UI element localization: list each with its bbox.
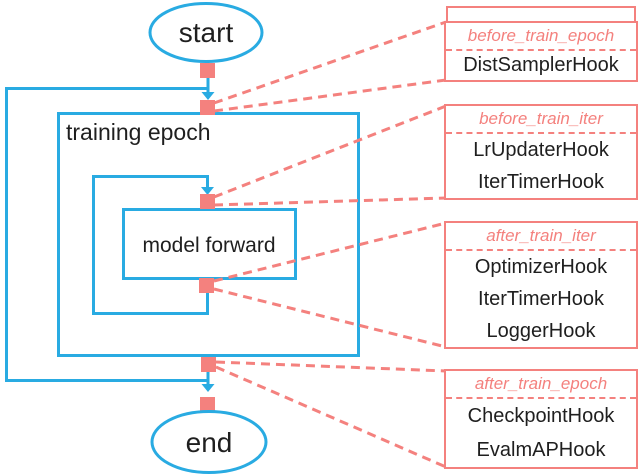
hook-panel-title: before_train_iter [446, 106, 636, 134]
hook-marker-after-start [200, 63, 215, 78]
connector-before-train-iter-top [213, 104, 447, 199]
hook-item: LoggerHook [486, 319, 596, 342]
hook-panel-title: after_train_iter [446, 223, 636, 251]
hook-panel-after-train-epoch: after_train_epoch CheckpointHook EvalmAP… [444, 369, 638, 469]
hook-panel-title: before_train_epoch [446, 23, 636, 51]
training-epoch-label: training epoch [66, 119, 211, 145]
hook-marker-before-train-epoch [200, 100, 215, 115]
hook-marker-after-train-epoch [201, 357, 216, 372]
connector-before-train-epoch-top [213, 20, 447, 105]
arrow-down-into-epoch [201, 92, 215, 100]
connector-after-train-epoch-bottom [215, 365, 447, 469]
hook-item: EvalmAPHook [476, 438, 606, 461]
connector-before-train-iter-bottom [213, 196, 447, 207]
model-forward-label: model forward [142, 234, 275, 257]
hook-panel-title: after_train_epoch [446, 371, 636, 399]
hook-item: OptimizerHook [474, 255, 608, 278]
hook-item: DistSamplerHook [463, 54, 619, 76]
hook-panel-after-train-iter: after_train_iter OptimizerHook IterTimer… [444, 221, 638, 349]
connector-after-train-iter-bottom [213, 287, 447, 349]
iter-loop-path [92, 175, 209, 315]
hook-panel-before-train-iter: before_train_iter LrUpdaterHook IterTime… [444, 104, 638, 200]
hook-item: IterTimerHook [478, 287, 604, 310]
arrow-down-into-model-forward [201, 187, 214, 195]
hook-marker-before-train-iter [200, 194, 215, 209]
start-label: start [179, 17, 234, 48]
connector-before-train-epoch-bottom [213, 78, 447, 113]
hook-marker-before-end [200, 397, 215, 411]
connector-after-train-iter-top [213, 221, 447, 283]
hook-item: LrUpdaterHook [473, 138, 609, 161]
hook-panel-before-train-epoch: before_train_epoch DistSamplerHook [444, 21, 638, 82]
end-label: end [186, 427, 233, 458]
epoch-loop-path [5, 87, 208, 382]
connector-after-train-epoch-top [215, 360, 447, 373]
hook-item: IterTimerHook [478, 170, 604, 193]
end-node [150, 410, 268, 474]
start-node [148, 2, 264, 63]
hook-item: CheckpointHook [467, 404, 615, 427]
arrow-down-into-end [201, 384, 215, 392]
hook-marker-after-train-iter [199, 278, 214, 293]
